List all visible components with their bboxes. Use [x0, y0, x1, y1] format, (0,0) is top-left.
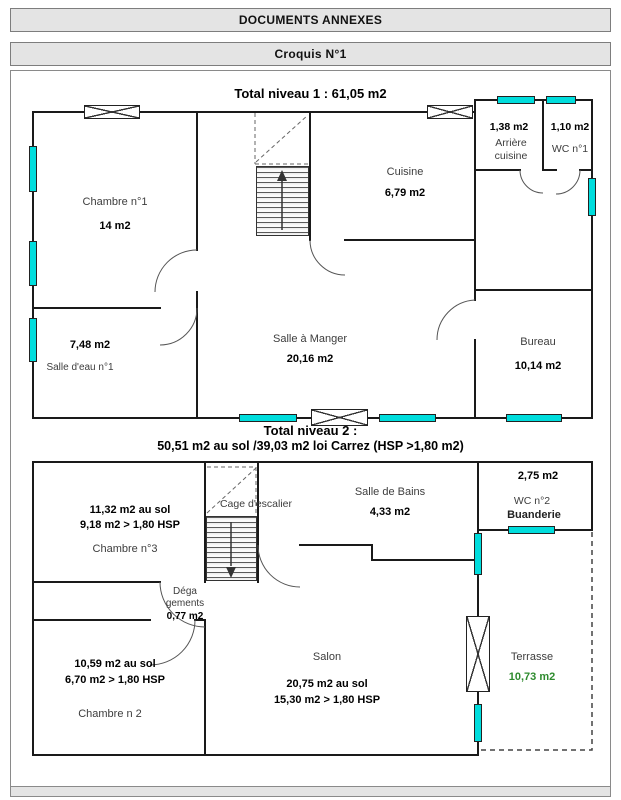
footer-strip: [11, 786, 610, 796]
section-header-documents-annexes: DOCUMENTS ANNEXES: [10, 8, 611, 32]
room-area-wc1: 1,10 m2: [550, 121, 590, 133]
window-marker: [474, 533, 482, 575]
window-marker: [29, 146, 37, 192]
room-label-wc2: WC n°2: [513, 495, 551, 507]
room-label-salle-de-bains: Salle de Bains: [354, 486, 426, 498]
window-marker: [239, 414, 297, 422]
room-area-sol-chambre3: 11,32 m2 au sol: [89, 504, 171, 516]
room-label-chambre2: Chambre n 2: [78, 708, 142, 720]
window-marker: [474, 704, 482, 742]
room-label-salon: Salon: [312, 651, 342, 663]
room-label-buanderie: Buanderie: [507, 509, 561, 521]
french-window-marker: [311, 409, 368, 426]
room-area-carrez-salon: 15,30 m2 > 1,80 HSP: [273, 694, 381, 706]
room-label-wc1: WC n°1: [551, 143, 589, 155]
room-area-sol-salon: 20,75 m2 au sol: [286, 678, 368, 690]
room-label-salle-a-manger: Salle à Manger: [273, 333, 347, 345]
room-area-carrez-chambre3: 9,18 m2 > 1,80 HSP: [80, 519, 180, 531]
room-label-salle-eau1: Salle d'eau n°1: [46, 362, 114, 373]
room-label-terrasse: Terrasse: [510, 651, 554, 663]
room-area-carrez-chambre2: 6,70 m2 > 1,80 HSP: [65, 674, 165, 686]
room-area-sol-chambre2: 10,59 m2 au sol: [74, 658, 156, 670]
window-marker: [506, 414, 562, 422]
window-marker: [508, 526, 555, 534]
room-area-bureau: 10,14 m2: [514, 360, 562, 372]
room-area-salle-a-manger: 20,16 m2: [286, 353, 334, 365]
room-label-bureau: Bureau: [520, 336, 556, 348]
window-marker: [379, 414, 436, 422]
crossed-window-marker: [84, 105, 140, 119]
room-label-arriere-cuisine: Arrière cuisine: [494, 137, 528, 163]
window-marker: [546, 96, 576, 104]
room-area-salle-de-bains: 4,33 m2: [369, 506, 411, 518]
window-marker: [588, 178, 596, 216]
room-label-degagements-line1: Déga: [173, 586, 197, 597]
staircase-level1: [256, 166, 309, 236]
staircase-level2: [206, 516, 257, 581]
room-area-chambre1: 14 m2: [99, 220, 131, 232]
section-header-croquis: Croquis N°1: [10, 42, 611, 66]
room-area-arriere-cuisine: 1,38 m2: [489, 121, 529, 133]
window-marker: [29, 318, 37, 362]
crossed-window-marker: [427, 105, 473, 119]
room-label-cuisine: Cuisine: [386, 166, 424, 178]
room-area-degagements: 0,77 m2: [166, 611, 204, 622]
room-label-degagements-line2: gements: [165, 598, 205, 609]
level2-subtitle: 50,51 m2 au sol /39,03 m2 loi Carrez (HS…: [157, 439, 464, 453]
level2-title: Total niveau 2 :: [263, 423, 358, 438]
room-area-wc2: 2,75 m2: [517, 470, 559, 482]
room-label-cage-escalier: Cage d'escalier: [219, 498, 293, 510]
level1-title: Total niveau 1 : 61,05 m2: [234, 86, 387, 101]
window-marker: [29, 241, 37, 286]
section-header-title: DOCUMENTS ANNEXES: [238, 13, 383, 27]
window-marker: [497, 96, 535, 104]
room-area-salle-eau1: 7,48 m2: [69, 339, 111, 351]
room-label-chambre3: Chambre n°3: [92, 543, 158, 555]
room-area-terrasse: 10,73 m2: [508, 671, 556, 683]
room-label-chambre1: Chambre n°1: [82, 196, 148, 208]
croquis-header-title: Croquis N°1: [274, 47, 347, 61]
room-area-cuisine: 6,79 m2: [384, 187, 426, 199]
french-window-marker: [466, 616, 490, 692]
